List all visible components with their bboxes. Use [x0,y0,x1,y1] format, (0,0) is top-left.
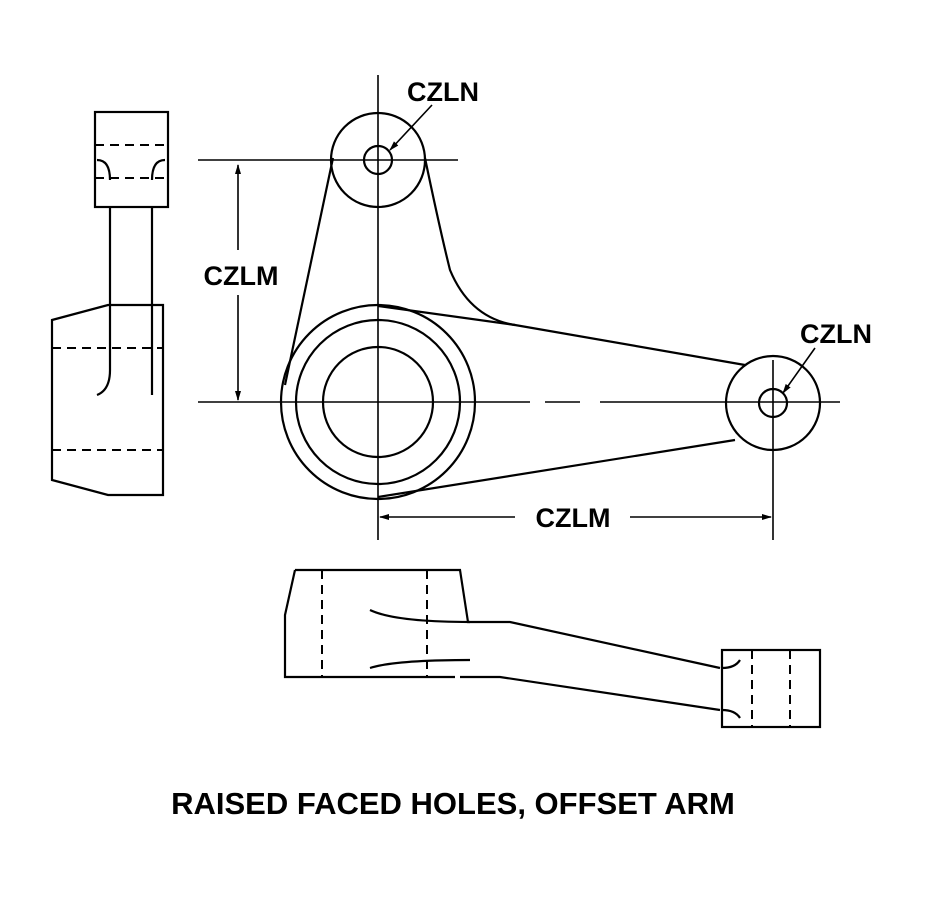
dimension-label-vertical: CZLM [204,261,279,291]
dimension-label-horizontal: CZLM [536,503,611,533]
top-view: CZLN CZLN CZLM CZLM [198,75,872,540]
front-view [283,568,822,729]
hole-label-top: CZLN [407,77,479,107]
figure-caption: RAISED FACED HOLES, OFFSET ARM [171,786,735,821]
side-view [50,110,170,497]
hole-label-right: CZLN [800,319,872,349]
